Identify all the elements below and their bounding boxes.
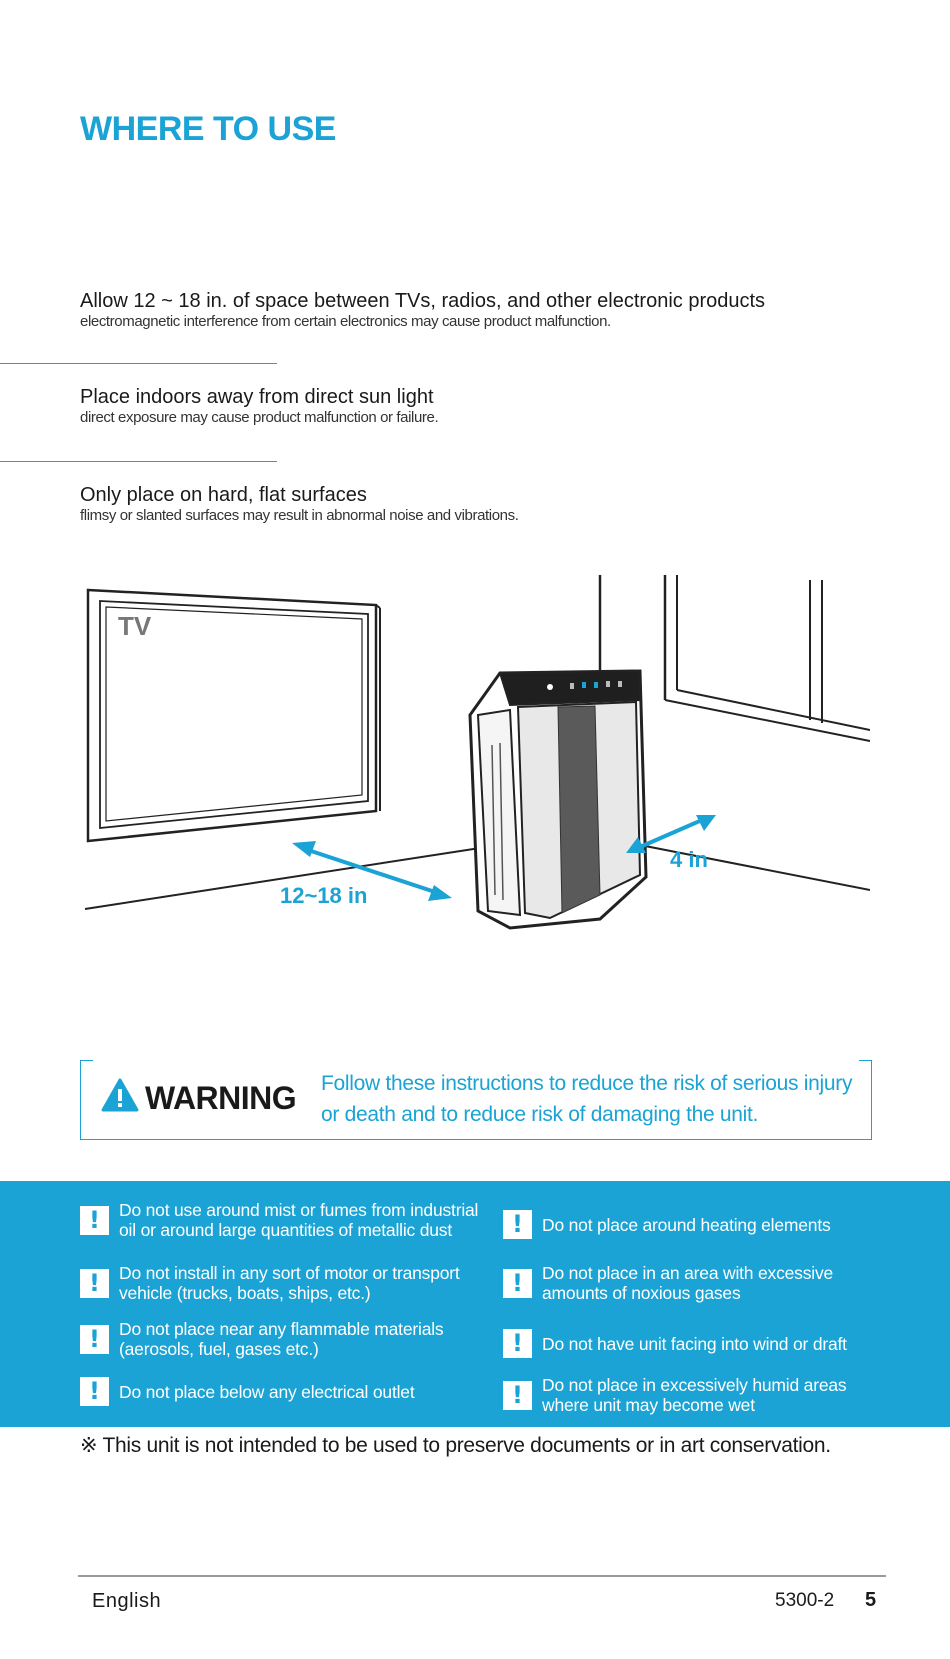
caution-band: ! Do not use around mist or fumes from i… [0, 1181, 950, 1427]
tip-detail: electromagnetic interference from certai… [80, 313, 611, 330]
caution-item: ! Do not place in excessively humid area… [503, 1375, 893, 1415]
exclamation-icon: ! [80, 1205, 109, 1235]
caution-text: Do not place in excessively humid areas … [542, 1375, 847, 1415]
caution-text: Do not place around heating elements [542, 1214, 831, 1235]
exclamation-icon: ! [503, 1210, 532, 1239]
warning-label: WARNING [145, 1080, 297, 1116]
footer-model-number: 5300-2 [775, 1590, 835, 1611]
exclamation-icon: ! [503, 1380, 532, 1410]
exclamation-icon: ! [80, 1324, 109, 1354]
warning-text: Follow these instructions to reduce the … [321, 1072, 853, 1126]
wall-floor-line [639, 844, 870, 891]
exclamation-icon: ! [503, 1329, 532, 1358]
tip-sunlight: Place indoors away from direct sun light… [80, 385, 439, 427]
tip-surface: Only place on hard, flat surfaces flimsy… [80, 483, 519, 525]
wall-distance-label: 4 in [670, 847, 708, 872]
exclamation-icon: ! [80, 1377, 109, 1406]
wall-distance-arrow [626, 815, 716, 853]
caution-item: ! Do not have unit facing into wind or d… [503, 1329, 893, 1358]
wall-floor-line [84, 847, 481, 910]
tip-detail: direct exposure may cause product malfun… [80, 409, 439, 426]
warning-box: WARNING Follow these instructions to red… [80, 1060, 872, 1140]
caution-text: Do not place below any electrical outlet [119, 1381, 415, 1402]
divider [0, 461, 277, 462]
warning-triangle-icon [101, 1078, 139, 1112]
caution-text: Do not use around mist or fumes from ind… [119, 1200, 479, 1240]
caution-text: Do not have unit facing into wind or dra… [542, 1333, 847, 1354]
caution-text: Do not place near any flammable material… [119, 1319, 444, 1359]
window-illustration [663, 575, 870, 742]
caution-item: ! Do not use around mist or fumes from i… [80, 1200, 480, 1240]
conservation-note: ※ This unit is not intended to be used t… [80, 1434, 831, 1457]
tip-spacing: Allow 12 ~ 18 in. of space between TVs, … [80, 289, 765, 331]
tip-heading: Allow 12 ~ 18 in. of space between TVs, … [80, 290, 766, 312]
caution-text: Do not install in any sort of motor or t… [119, 1263, 460, 1303]
caution-item: ! Do not install in any sort of motor or… [80, 1263, 480, 1303]
air-purifier-illustration [468, 669, 648, 930]
caution-item: ! Do not place below any electrical outl… [80, 1377, 480, 1406]
page-title: WHERE TO USE [80, 110, 336, 148]
tv-illustration: TV [86, 588, 381, 843]
tv-distance-label: 12~18 in [280, 883, 367, 908]
tv-distance-arrow [292, 841, 452, 901]
tip-heading: Place indoors away from direct sun light [80, 386, 434, 408]
caution-item: ! Do not place around heating elements [503, 1210, 893, 1239]
placement-illustration: TV 12~18 in 4 in [84, 575, 870, 930]
tip-heading: Only place on hard, flat surfaces [80, 484, 367, 506]
footer-page-number: 5 [865, 1589, 877, 1611]
footer-language: English [92, 1590, 162, 1612]
divider [0, 363, 277, 364]
tip-detail: flimsy or slanted surfaces may result in… [80, 507, 519, 524]
tv-label: TV [118, 611, 152, 641]
exclamation-icon: ! [503, 1268, 532, 1298]
caution-item: ! Do not place near any flammable materi… [80, 1319, 480, 1359]
exclamation-icon: ! [80, 1268, 109, 1298]
caution-item: ! Do not place in an area with excessive… [503, 1263, 893, 1303]
caution-text: Do not place in an area with excessive a… [542, 1263, 834, 1303]
footer-divider [78, 1575, 886, 1577]
